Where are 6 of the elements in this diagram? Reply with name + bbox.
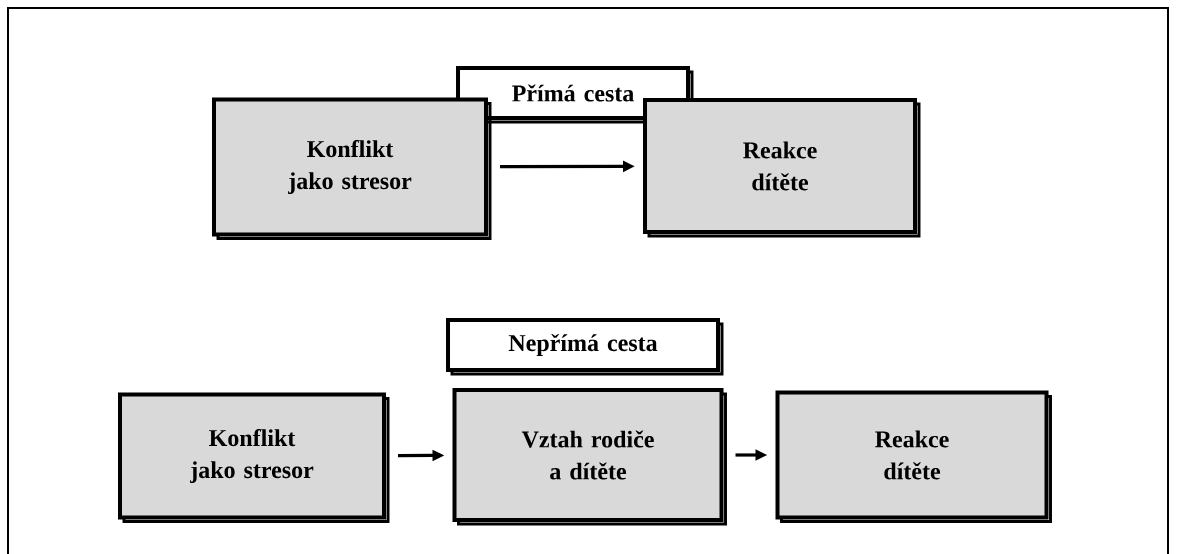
process-box: Vztah rodiče a dítěte bbox=[452, 388, 727, 526]
process-box: Konflikt jako stresor bbox=[212, 97, 492, 240]
process-box: Reakce dítěte bbox=[775, 390, 1052, 523]
process-box: Konflikt jako stresor bbox=[118, 392, 390, 523]
heading-box: Nepřímá cesta bbox=[446, 318, 724, 376]
process-box: Reakce dítěte bbox=[643, 98, 921, 238]
